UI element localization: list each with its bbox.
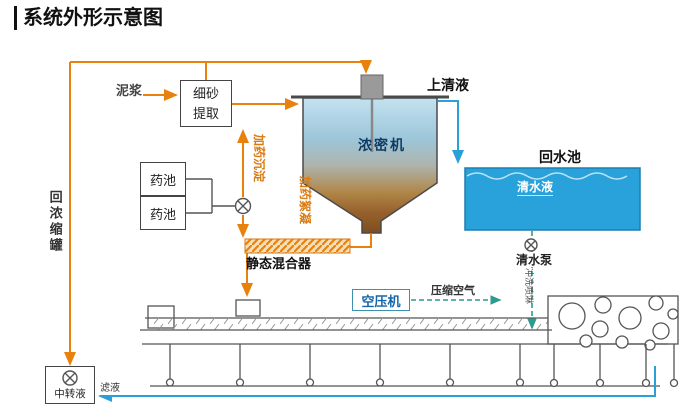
transfer-pump-icon bbox=[62, 370, 78, 386]
orange-flow-lines bbox=[64, 60, 372, 366]
return-water-pool bbox=[464, 167, 641, 231]
clear-water-label: 清水液 bbox=[517, 180, 554, 197]
thickener-tank bbox=[291, 74, 449, 234]
supernatant-line bbox=[438, 100, 464, 164]
belt-filter-press-drawing bbox=[140, 295, 679, 388]
chem-tank-box-2: 药池 bbox=[140, 196, 186, 230]
air-compressor-box: 空压机 bbox=[352, 289, 410, 311]
pump-symbols bbox=[62, 197, 538, 386]
clean-water-pump-label: 清水泵 bbox=[514, 253, 555, 268]
sand-extraction-box: 细砂提取 bbox=[180, 80, 232, 127]
sand-extraction-label: 细砂提取 bbox=[192, 86, 219, 121]
motor-icon bbox=[360, 74, 384, 100]
chem-tank-box-1: 药池 bbox=[140, 162, 186, 196]
water-wave-icon bbox=[466, 172, 628, 180]
return-pool-label: 回水池 bbox=[539, 149, 581, 165]
dosing-sedimentation-label: 加药沉淀 bbox=[252, 134, 266, 183]
air-compressor-label: 空压机 bbox=[361, 293, 401, 309]
mud-label: 泥浆 bbox=[116, 83, 143, 98]
chem-tank-label-2: 药池 bbox=[149, 206, 176, 222]
dosing-pump-icon bbox=[234, 197, 252, 215]
supernatant-label: 上清液 bbox=[427, 77, 469, 93]
return-concentrate-label: 回浓缩罐 bbox=[47, 190, 63, 254]
thickener-underflow-line bbox=[350, 233, 372, 248]
page-title: 系统外形示意图 bbox=[14, 6, 163, 30]
clean-water-pump-icon bbox=[524, 238, 538, 252]
filtrate-return-line bbox=[98, 366, 656, 402]
filtrate-label: 滤液 bbox=[99, 383, 121, 395]
transfer-liquid-label: 中转液 bbox=[54, 388, 86, 400]
transfer-liquid-box: 中转液 bbox=[45, 366, 95, 404]
chem-connector-lines bbox=[186, 178, 235, 214]
static-mixer-shape bbox=[244, 238, 351, 254]
chem-tank-label-1: 药池 bbox=[149, 172, 176, 188]
compressed-air-label: 压缩空气 bbox=[431, 285, 475, 297]
dosing-flocculation-label: 加药絮凝 bbox=[298, 176, 312, 225]
static-mixer-label: 静态混合器 bbox=[246, 256, 312, 271]
teal-dashed-lines bbox=[411, 231, 537, 330]
thickener-label: 浓密机 bbox=[358, 137, 406, 153]
blue-flow-lines bbox=[98, 100, 656, 402]
return-to-thickener-line bbox=[70, 60, 372, 74]
flush-spray-label: 冲洗喷淋 bbox=[524, 268, 534, 305]
